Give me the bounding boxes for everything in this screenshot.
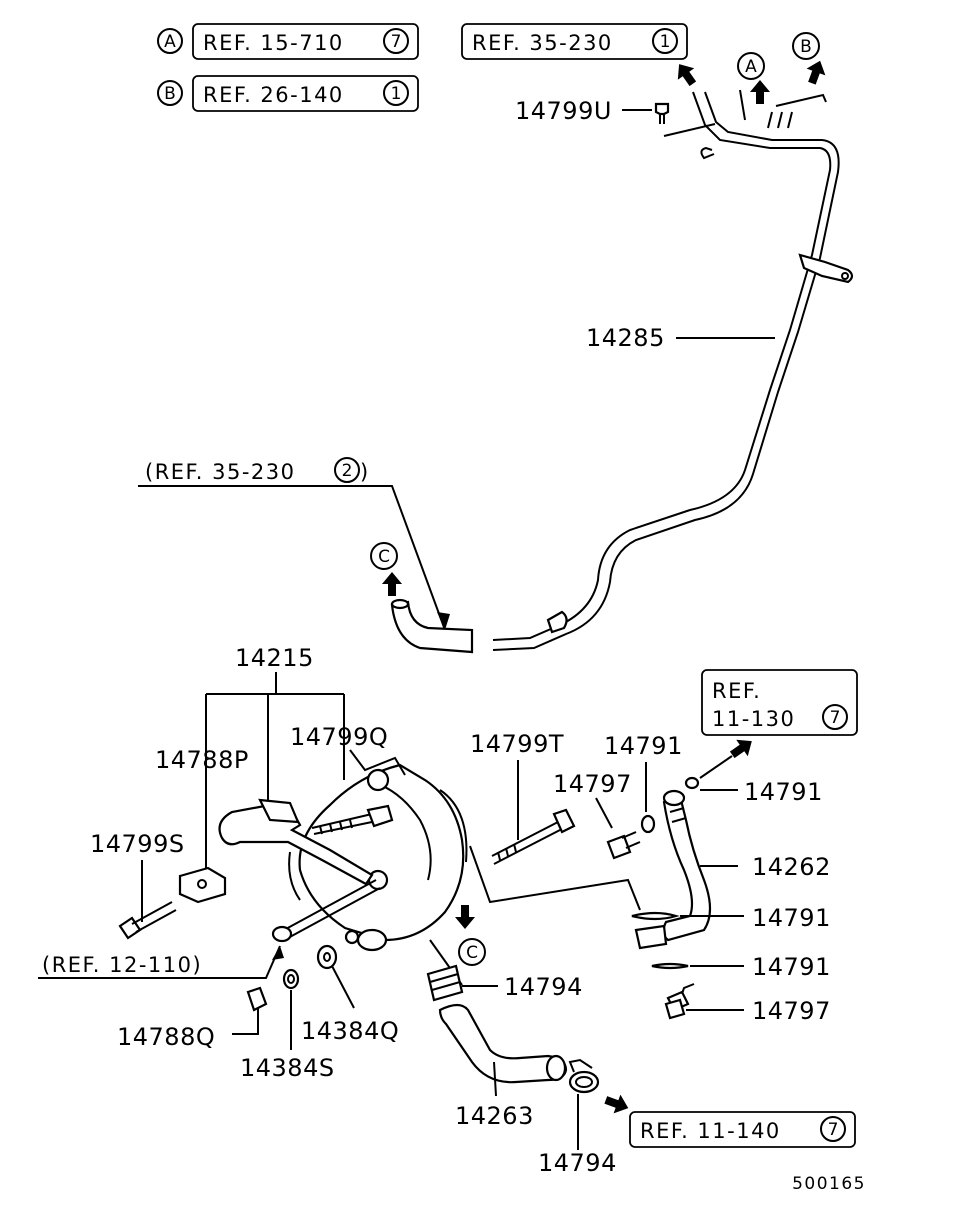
marker-c-bottom: C <box>466 943 478 963</box>
arrow-to-ref-bottom <box>602 1090 632 1118</box>
marker-a-top-circle <box>737 52 765 80</box>
ref-right: REF. 11-130 7 <box>701 669 858 736</box>
marker-c-top-circle <box>370 542 398 570</box>
marker-c-bottom-circle <box>458 938 486 966</box>
arrow-to-b <box>802 57 830 87</box>
legend-a-sub-circle <box>383 28 409 54</box>
label-14794-upper: 14794 <box>504 973 583 1001</box>
bracket-14215 <box>178 798 374 904</box>
marker-a-top: A <box>745 57 757 77</box>
label-14215: 14215 <box>235 644 314 672</box>
ref-right-sub-circle <box>822 704 848 730</box>
label-14799U: 14799U <box>515 97 612 125</box>
label-14263: 14263 <box>455 1102 534 1130</box>
ref-bottom-sub: 7 <box>828 1120 839 1140</box>
hose-c: C <box>370 542 474 654</box>
label-14791-b: 14791 <box>744 778 823 806</box>
ref-mid-sub: 2 <box>342 461 353 481</box>
leader-14797-a <box>595 797 613 829</box>
ref-right-box <box>701 669 858 736</box>
ref-bottom-sub-circle <box>820 1116 846 1142</box>
clamp-14794-upper <box>426 964 498 1002</box>
arrow-to-ref-right <box>726 732 758 764</box>
label-14384Q: 14384Q <box>301 1017 399 1045</box>
ref-mid-text: (REF. 35-230 <box>145 460 296 484</box>
ref-bottom: REF. 11-140 7 <box>629 1111 856 1148</box>
label-14797-b: 14797 <box>752 997 831 1025</box>
ref-top-sub: 1 <box>660 32 671 52</box>
label-14799T: 14799T <box>470 730 564 758</box>
label-14794-lower: 14794 <box>538 1149 617 1177</box>
label-14797-a: 14797 <box>553 770 632 798</box>
banjo-bolt-14797-b <box>664 983 744 1020</box>
clamp-14794-lower <box>568 1058 600 1150</box>
pipe-14285 <box>492 89 854 651</box>
arrow-to-a <box>750 80 770 104</box>
hose-14263 <box>438 1003 568 1097</box>
bolt-14799T <box>491 760 576 865</box>
legend-a-sub: 7 <box>391 32 402 52</box>
label-14799S: 14799S <box>90 830 185 858</box>
label-14791-c: 14791 <box>752 904 831 932</box>
marker-c-top: C <box>378 547 390 567</box>
ref-right-line1: REF. <box>712 679 761 703</box>
label-14791-a: 14791 <box>604 732 683 760</box>
ref-left: (REF. 12-110) <box>42 953 202 977</box>
ref-mid-sub-circle <box>334 457 360 483</box>
arrow-to-c-top <box>382 572 402 596</box>
hose-14262 <box>634 789 738 950</box>
washer-14384S <box>282 968 300 1050</box>
marker-b-circle <box>157 80 183 106</box>
bolt-14799Q <box>311 804 394 835</box>
ref-top: REF. 35-230 1 <box>461 23 688 60</box>
legend-a: A REF. 15-710 7 <box>157 23 419 60</box>
ref-mid: (REF. 35-230 2 ) <box>138 457 450 631</box>
label-14384S: 14384S <box>240 1054 335 1082</box>
bolt-14799S <box>118 860 177 940</box>
legend-b-sub: 1 <box>391 84 402 104</box>
banjo-bolt-14797-a <box>606 831 641 860</box>
ref-right-line2: 11-130 <box>712 707 795 731</box>
legend-b-marker: B <box>164 84 176 104</box>
diagram-id: 500165 <box>792 1174 866 1194</box>
ref-bottom-text: REF. 11-140 <box>640 1119 781 1143</box>
gasket-14791-b <box>684 776 700 790</box>
ref-right-sub: 7 <box>830 708 841 728</box>
ref-mid-close: ) <box>360 460 370 484</box>
legend-a-marker: A <box>164 32 176 52</box>
marker-b-top: B <box>800 37 812 57</box>
legend-a-box <box>192 23 419 60</box>
label-14788Q: 14788Q <box>117 1023 215 1051</box>
gasket-14791-c <box>631 911 680 921</box>
ref-top-text: REF. 35-230 <box>472 31 613 55</box>
marker-b-top-circle <box>792 32 820 60</box>
gasket-14791-a <box>640 814 656 834</box>
legend-b-sub-circle <box>383 80 409 106</box>
label-14799Q: 14799Q <box>290 723 388 751</box>
vacuum-pump <box>288 749 468 986</box>
label-14262: 14262 <box>752 853 831 881</box>
bolt-14799U <box>622 102 716 137</box>
gasket-14791-d <box>651 962 689 970</box>
legend-b: B REF. 26-140 1 <box>157 75 419 112</box>
arrow-to-ref-top <box>670 58 702 90</box>
leader-14215 <box>205 672 345 870</box>
legend-a-ref: REF. 15-710 <box>203 31 344 55</box>
leader-to-ref-right <box>699 755 733 779</box>
marker-a-circle <box>157 28 183 54</box>
label-14791-d: 14791 <box>752 953 831 981</box>
ref-bottom-box <box>629 1111 856 1148</box>
ref-top-box <box>461 23 688 60</box>
legend-b-ref: REF. 26-140 <box>203 83 344 107</box>
label-14788P: 14788P <box>155 746 249 774</box>
legend-b-box <box>192 75 419 112</box>
washer-14384Q <box>316 944 355 1009</box>
leader-pump-to-hose <box>469 845 641 911</box>
bushing-14788Q <box>232 986 268 1035</box>
long-bolt-ref-12-110 <box>38 879 381 979</box>
label-14285: 14285 <box>586 324 665 352</box>
arrow-to-c-bottom <box>455 905 475 929</box>
ref-top-sub-circle <box>652 28 678 54</box>
